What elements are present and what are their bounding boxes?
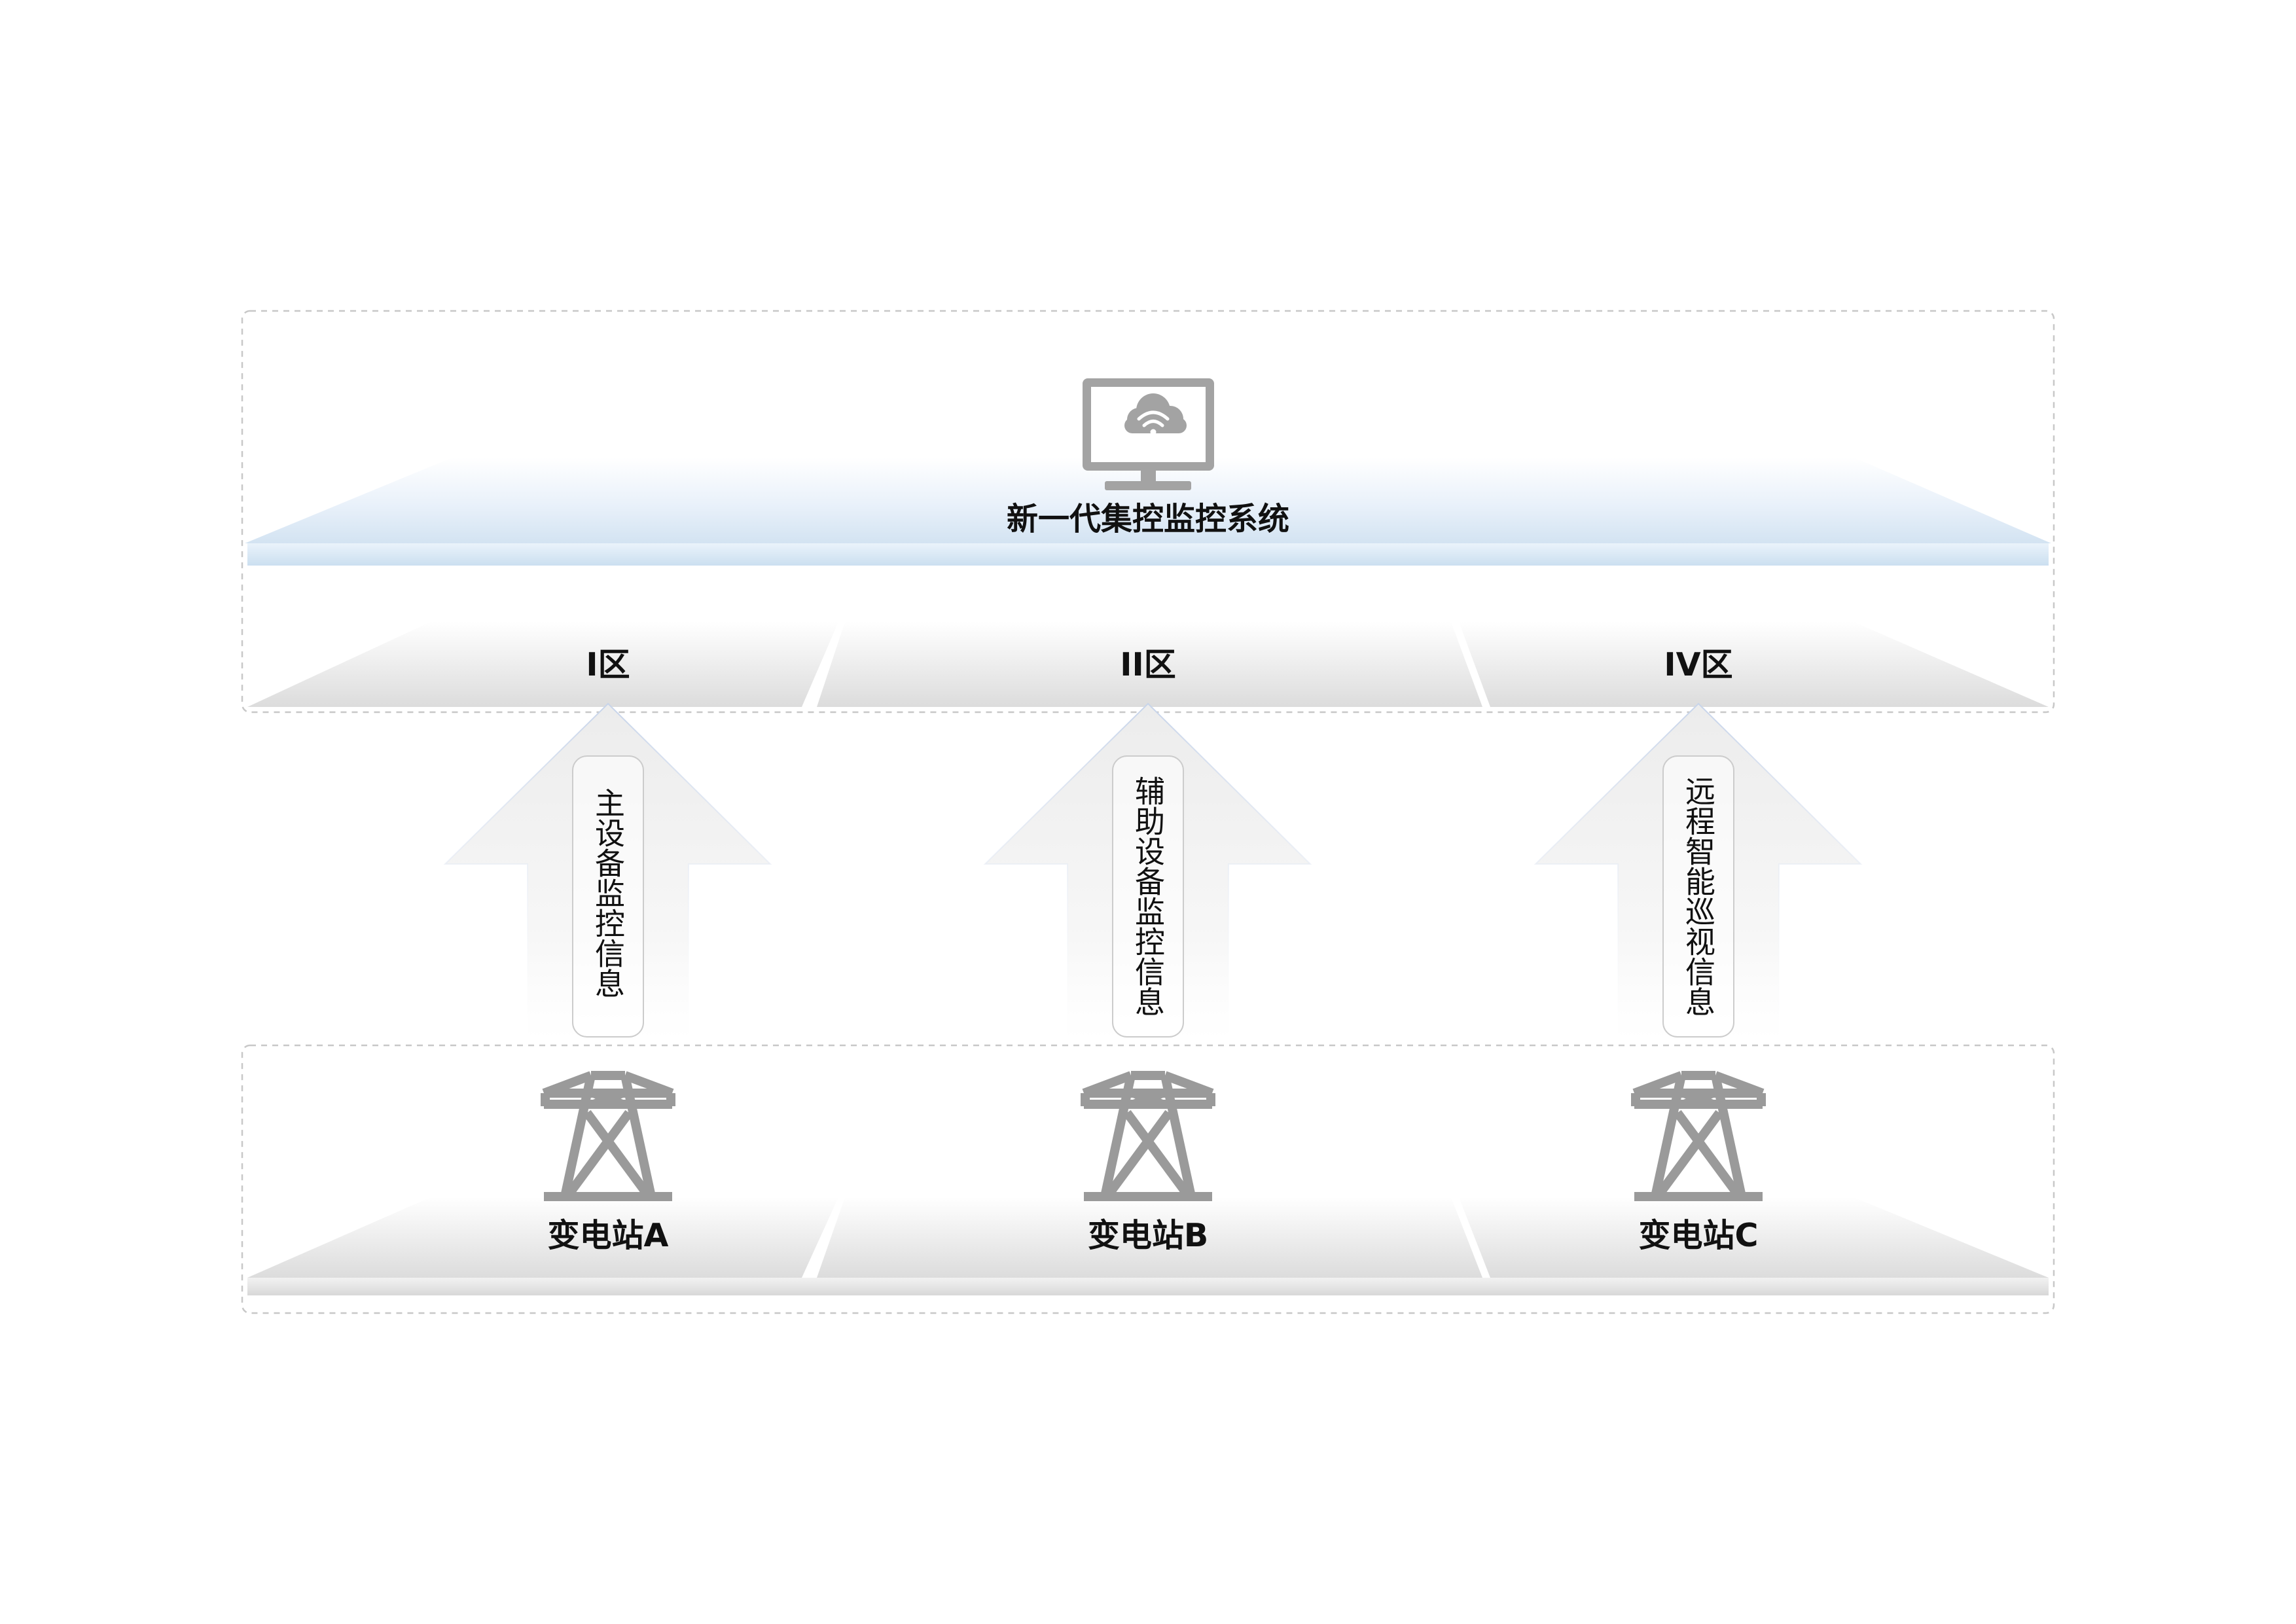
- flow-label-b: 辅助设备监控信息: [1130, 776, 1166, 1017]
- flow-label-box-c: [1662, 755, 1734, 1038]
- system-layer-frame: [241, 310, 2055, 713]
- zone-platform-1: [247, 622, 838, 707]
- transmission-tower-icon-b: [1081, 1071, 1215, 1201]
- zone-label-1: I区: [586, 646, 630, 683]
- system-title: 新一代集控监控系统: [1007, 501, 1289, 537]
- station-platform-b: [817, 1197, 1482, 1278]
- system-platform-edge: [247, 543, 2049, 566]
- station-platform-edge: [247, 1278, 2049, 1295]
- flow-label-c: 远程智能巡视信息: [1681, 776, 1716, 1017]
- station-platform-a: [247, 1197, 838, 1278]
- zone-platform-2: [817, 622, 1482, 707]
- station-layer-frame: [241, 1044, 2055, 1314]
- zone-platform-4: [1459, 622, 2049, 707]
- cloud-wifi-monitor-icon: [1083, 378, 1214, 490]
- station-label-a: 变电站A: [548, 1217, 669, 1254]
- zone-label-4: IV区: [1664, 646, 1732, 683]
- flow-label-a: 主设备监控信息: [590, 787, 626, 998]
- flow-label-box-b: [1112, 755, 1184, 1038]
- station-label-b: 变电站B: [1088, 1217, 1208, 1254]
- flow-label-box-a: [572, 755, 644, 1038]
- transmission-tower-icon-c: [1631, 1071, 1766, 1201]
- zone-label-2: II区: [1120, 646, 1175, 683]
- transmission-tower-icon-a: [541, 1071, 675, 1201]
- system-platform: [245, 458, 2051, 543]
- station-label-c: 变电站C: [1639, 1217, 1759, 1254]
- station-platform-c: [1459, 1197, 2049, 1278]
